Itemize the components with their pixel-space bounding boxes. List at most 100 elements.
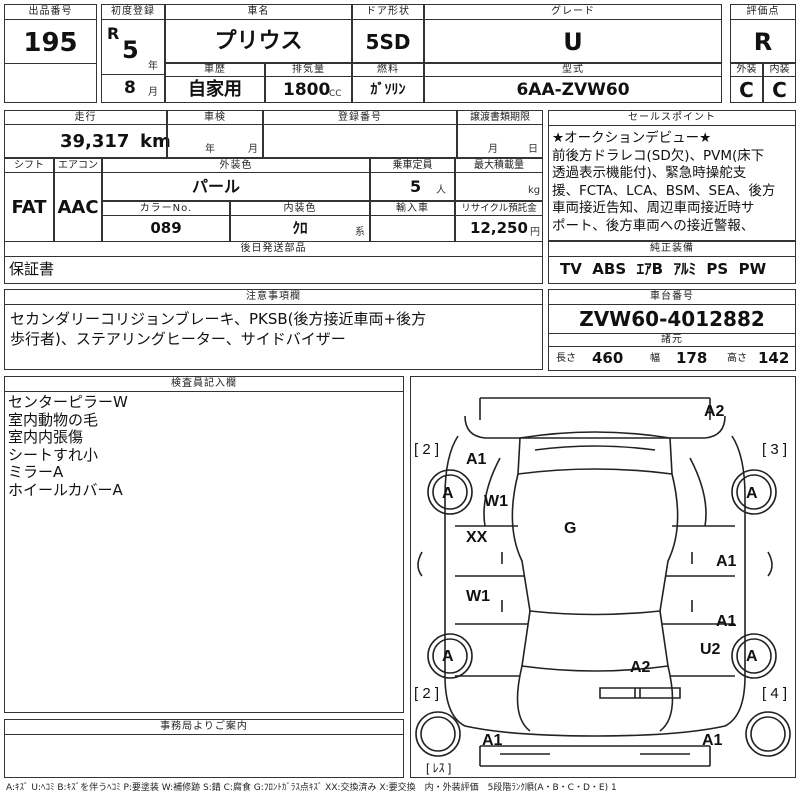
color-box [102, 172, 370, 201]
equipment: TV ABS ｴｱB ｱﾙﾐ PS PW [560, 260, 767, 278]
damage-mark: A1 [716, 553, 737, 570]
door: 5SD [365, 30, 411, 54]
history-header: 車歴 [165, 63, 265, 77]
legend: A:ｷｽﾞ U:ﾍｺﾐ B:ｷｽﾞを伴うﾍｺﾐ P:要塗装 W:補修跡 S:錆 … [6, 783, 617, 793]
displacement-box [265, 76, 352, 103]
color-no: 089 [150, 219, 182, 237]
transfer-box [457, 124, 543, 158]
mileage-box [4, 124, 167, 158]
sales-point-line: 前後方ドラレコ(SD欠)、PVM(床下 [552, 147, 765, 164]
month-unit: 月 [148, 87, 158, 98]
capacity-header: 乗車定員 [370, 158, 455, 173]
notes-box [4, 304, 543, 370]
displacement-header: 排気量 [265, 63, 352, 77]
inspector-line: 室内内張傷 [8, 428, 84, 446]
int-color: ｸﾛ [292, 219, 308, 237]
shift-header: シフト [4, 158, 54, 173]
mileage-header: 走行 [4, 110, 167, 125]
damage-mark: A1 [482, 732, 503, 749]
sales-point-line: 援、FCTA、LCA、BSM、SEA、後方 [552, 182, 776, 199]
inspector-line: シートすれ小 [8, 445, 99, 464]
import-box [370, 215, 455, 242]
color: パール [191, 177, 240, 196]
exterior: C [739, 78, 754, 102]
capacity: 5 [410, 177, 422, 196]
capacity-unit: 人 [436, 185, 446, 196]
recycle: 12,250 [470, 219, 528, 237]
specs-box [548, 346, 796, 371]
damage-mark: A [746, 648, 758, 665]
color-header: 外装色 [102, 158, 370, 173]
sales-point-line: 車両接近告知、周辺車両接近時サ [552, 200, 755, 216]
interior: C [772, 78, 787, 102]
inspection-year-unit: 年 [205, 144, 215, 155]
color-no-header: カラーNo. [102, 201, 230, 216]
inspector-line: ホイールカバーA [8, 480, 123, 499]
height-label: 高さ [727, 353, 747, 364]
inspector-line: ミラーA [8, 463, 64, 481]
displacement-unit: CC [329, 89, 342, 99]
sales-point-line: 透過表示機能付)、緊急時操舵支 [552, 165, 747, 181]
sales-point-box [548, 125, 796, 241]
shift: FAT [11, 197, 47, 218]
loadcap-header: 最大積載量 [455, 158, 543, 173]
damage-mark: U2 [700, 641, 721, 658]
score: R [753, 28, 773, 56]
damage-mark: A1 [702, 732, 723, 749]
first-reg-month-box [101, 74, 165, 103]
sales-point-text: ★オークションデビュー★前後方ドラレコ(SD欠)、PVM(床下透過表示機能付)、… [552, 130, 796, 235]
lot-no-lower [4, 63, 97, 103]
equipment-header: 純正装備 [548, 241, 796, 257]
int-color-header: 内装色 [230, 201, 370, 216]
length-label: 長さ [556, 353, 576, 364]
int-color-unit: 系 [355, 227, 365, 238]
chassis-header: 車台番号 [548, 289, 796, 305]
mileage-unit: km [140, 131, 171, 152]
later-parts-box [4, 256, 543, 284]
width: 178 [676, 349, 708, 367]
score-box [730, 19, 796, 63]
import-header: 輸入車 [370, 201, 455, 216]
damage-mark: W1 [484, 493, 508, 510]
recycle-header: リサイクル預託金 [455, 201, 543, 216]
inspection-box [167, 124, 263, 158]
length: 460 [592, 349, 624, 367]
transfer-day-unit: 日 [528, 144, 538, 155]
score-header: 評価点 [730, 4, 796, 20]
model-header: 型式 [424, 63, 722, 77]
inspector-header: 検査員記入欄 [4, 376, 404, 392]
door-header: ドア形状 [352, 4, 424, 20]
sales-point-line: ポート、後方車両への接近警報、 [552, 217, 755, 234]
car-name-header: 車名 [165, 4, 352, 20]
year-unit: 年 [148, 61, 158, 72]
mileage: 39,317 [60, 131, 130, 152]
loadcap-unit: kg [528, 185, 541, 196]
interior-header: 内装 [763, 63, 796, 77]
corner-label: [ 4 ] [762, 685, 787, 702]
grade-header: グレード [424, 4, 722, 20]
exterior-box [730, 76, 763, 103]
damage-mark: A2 [704, 403, 725, 420]
height: 142 [758, 349, 790, 367]
fuel-header: 燃料 [352, 63, 424, 77]
inspector-box [4, 391, 404, 713]
chassis: ZVW60-4012882 [579, 307, 765, 331]
grade: U [563, 28, 583, 56]
history: 自家用 [188, 79, 242, 100]
width-label: 幅 [650, 353, 660, 364]
specs-header: 諸元 [548, 333, 796, 347]
door-box [352, 19, 424, 63]
capacity-box [370, 172, 455, 201]
notes-text: セカンダリーコリジョンブレーキ、PKSB(後方接近車両+後方歩行者)、ステアリン… [10, 309, 540, 349]
damage-mark: W1 [466, 588, 490, 605]
notes-header: 注意事項欄 [4, 289, 543, 305]
exterior-header: 外装 [730, 63, 763, 77]
history-box [165, 76, 265, 103]
displacement: 1800 [283, 80, 331, 100]
first-reg-era: R [107, 24, 120, 43]
first-reg-month: 8 [124, 78, 136, 98]
fuel-box [352, 76, 424, 103]
office-box [4, 734, 404, 778]
